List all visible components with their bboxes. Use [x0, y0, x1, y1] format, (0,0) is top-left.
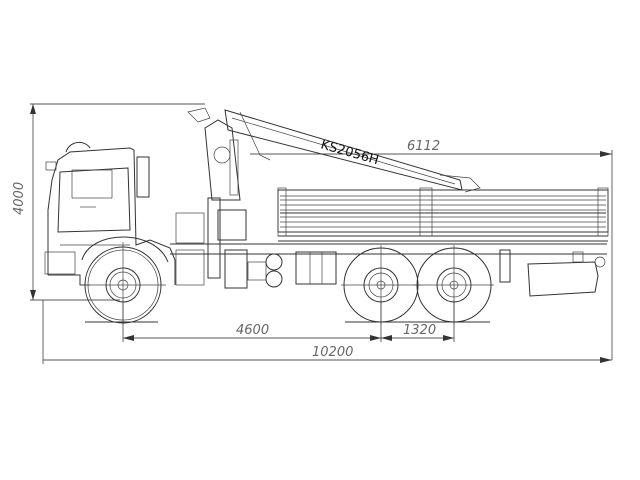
cab — [44, 142, 176, 286]
height-label: 4000 — [12, 182, 27, 215]
front-wheel — [80, 236, 169, 325]
dimension-reach: 6112 — [250, 139, 613, 360]
rear-wheel-2 — [414, 245, 494, 325]
wheelbase-label: 4600 — [236, 323, 269, 338]
length-label: 10200 — [312, 345, 353, 360]
bogie-label: 1320 — [403, 323, 436, 338]
reach-label: 6112 — [407, 139, 440, 154]
crane-model-label: KS2056H — [319, 137, 380, 168]
dimension-wheelbase: 4600 1320 — [122, 300, 455, 342]
dimension-height: 4000 — [12, 103, 205, 301]
dimension-length: 10200 — [42, 300, 612, 364]
cargo-body — [277, 187, 609, 242]
rear-wheel-1 — [341, 245, 421, 325]
chassis — [170, 212, 607, 297]
